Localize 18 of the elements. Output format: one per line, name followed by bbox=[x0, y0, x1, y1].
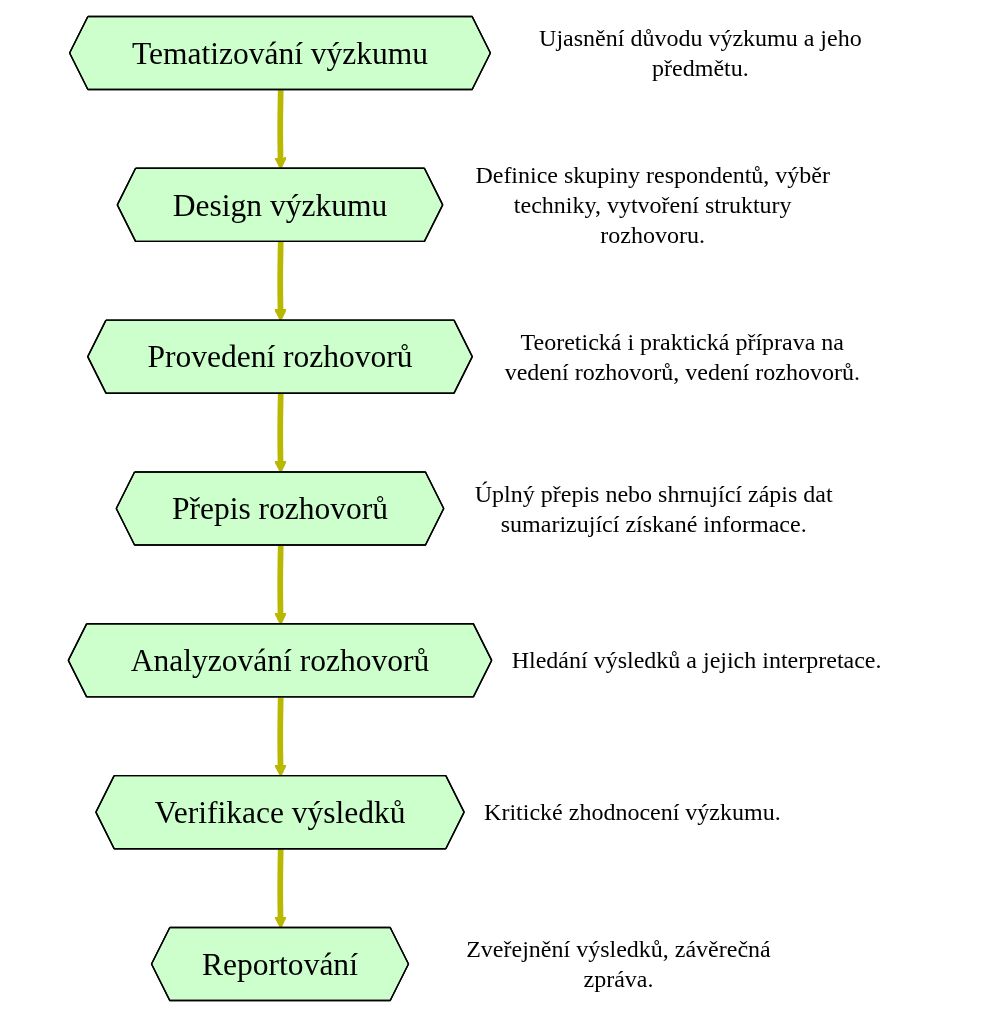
description-text: Zveřejnění výsledků, závěrečná zpráva. bbox=[465, 935, 772, 994]
description-text: Definice skupiny respondentů, výběr techniky, vytvoření struktury rozhovoru. bbox=[474, 160, 831, 250]
arrow bbox=[274, 849, 287, 929]
hexagon-node: Analyzování rozhovorů bbox=[67, 623, 493, 698]
arrow bbox=[274, 242, 287, 322]
description-text: Hledání výsledků a jejich interpretace. bbox=[511, 646, 882, 676]
hexagon-node: Přepis rozhovorů bbox=[115, 471, 445, 546]
hexagon-node: Provedení rozhovorů bbox=[87, 319, 473, 394]
hexagon-node: Reportování bbox=[150, 926, 410, 1002]
arrow bbox=[274, 697, 287, 777]
description-text: Ujasnění důvodu výzkumu a jeho předmětu. bbox=[538, 24, 863, 83]
hexagon-node: Design výzkumu bbox=[116, 167, 444, 243]
description-text: Úplný přepis nebo shrnující zápis dat sumarizující získané informace. bbox=[473, 479, 834, 539]
arrow bbox=[274, 90, 287, 170]
description-text: Kritické zhodnocení výzkumu. bbox=[484, 798, 781, 828]
description-text: Teoretická i praktická příprava na vedení rozhovorů, vedení rozhovorů. bbox=[503, 327, 861, 387]
hexagon-node: Tematizování výzkumu bbox=[68, 15, 492, 91]
hexagon-node: Verifikace výsledků bbox=[95, 774, 465, 850]
